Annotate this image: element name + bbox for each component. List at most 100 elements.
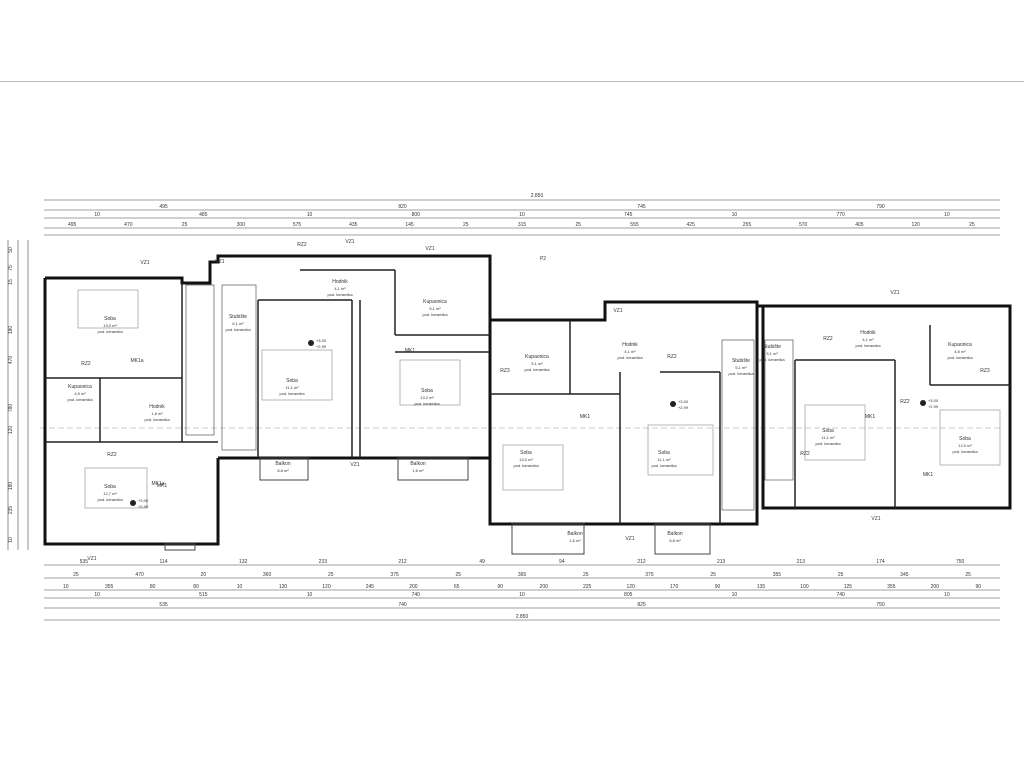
top-dim-label: 25 xyxy=(463,222,469,228)
interior-walls xyxy=(45,269,1010,524)
top-dim-label: 25 xyxy=(182,222,188,228)
left-dim-label: 470 xyxy=(8,356,14,365)
room-name: Soba xyxy=(658,450,670,456)
top-dim-label: 745 xyxy=(637,204,646,210)
bottom-dim-label: 825 xyxy=(637,602,646,608)
room-area: 13,2 m² xyxy=(420,395,434,400)
bottom-dim-label: 375 xyxy=(390,572,399,578)
element-tag: MK1 xyxy=(580,414,591,420)
left-dim-label: 75 xyxy=(8,265,14,271)
element-tag: MK1 xyxy=(405,348,416,354)
bottom-dim-label: 90 xyxy=(715,584,721,590)
level-value: +3,00 xyxy=(138,498,149,503)
room-area: 4,5 m² xyxy=(74,391,86,396)
room-area: 4,1 m² xyxy=(624,349,636,354)
bottom-dim-label: 25 xyxy=(328,572,334,578)
room-floor: pod. keramika xyxy=(225,327,251,332)
room-floor: pod. keramika xyxy=(524,367,550,372)
room-area: 11,1 m² xyxy=(821,435,835,440)
level-value: +3,00 xyxy=(928,398,939,403)
bottom-dim-label: 355 xyxy=(105,584,114,590)
bottom-dim-label: 10 xyxy=(944,592,950,598)
element-tag: P2 xyxy=(540,256,546,262)
room-name: Stubište xyxy=(732,358,750,364)
room-area: 1,6 m² xyxy=(569,538,581,543)
bottom-dim-label: 245 xyxy=(366,584,375,590)
bottom-dim-label: 750 xyxy=(876,602,885,608)
room-name: Soba xyxy=(104,316,116,322)
bottom-dim-label: 535 xyxy=(159,602,168,608)
top-dim-label: 820 xyxy=(398,204,407,210)
room-floor: pod. keramika xyxy=(97,497,123,502)
left-dim-label: 780 xyxy=(8,404,14,413)
room-floor: pod. keramika xyxy=(327,292,353,297)
bottom-dim-label: 94 xyxy=(559,559,565,565)
bottom-dim-label: 225 xyxy=(583,584,592,590)
left-dim-label: 120 xyxy=(8,426,14,435)
top-dim-label: 120 xyxy=(911,222,920,228)
bottom-dim-label: 365 xyxy=(518,572,527,578)
element-tag: RZ3 xyxy=(500,368,510,374)
top-dim-label: 770 xyxy=(836,212,845,218)
top-dim-label: 25 xyxy=(575,222,581,228)
top-dim-label: 10 xyxy=(732,212,738,218)
bottom-dim-label: 25 xyxy=(73,572,79,578)
room-floor: pod. keramika xyxy=(144,417,170,422)
element-tag: RZ2 xyxy=(297,242,307,248)
room-name: Stubište xyxy=(229,314,247,320)
top-dim-label: 800 xyxy=(412,212,421,218)
bottom-dim-label: 515 xyxy=(199,592,208,598)
room-name: Soba xyxy=(959,436,971,442)
room-name: Soba xyxy=(520,450,532,456)
level-value: +2,99 xyxy=(928,404,939,409)
bottom-dim-label: 200 xyxy=(409,584,418,590)
room-area: 13,0 m² xyxy=(519,457,533,462)
room-floor: pod. keramika xyxy=(728,371,754,376)
bottom-dim-label: 233 xyxy=(319,559,328,565)
bottom-dim-label: 355 xyxy=(887,584,896,590)
element-tag: VZ1 xyxy=(871,516,880,522)
furniture xyxy=(77,289,1001,509)
left-dim-label: 180 xyxy=(8,326,14,335)
left-dim-label: 235 xyxy=(8,506,14,515)
top-dim-label: 255 xyxy=(743,222,752,228)
room-area: 8,8 m² xyxy=(277,468,289,473)
top-dim-label: 405 xyxy=(855,222,864,228)
element-tag: VZ1 xyxy=(87,556,96,562)
element-tag: VZ1 xyxy=(425,246,434,252)
bottom-dim-label: 170 xyxy=(670,584,679,590)
room-area: 5,1 m² xyxy=(531,361,543,366)
bottom-dim-label: 212 xyxy=(637,559,646,565)
level-marker-icon xyxy=(130,500,136,506)
top-dim-label: 300 xyxy=(237,222,246,228)
top-dim-label: 10 xyxy=(944,212,950,218)
room-name: Soba xyxy=(421,388,433,394)
bottom-dim-label: 90 xyxy=(975,584,981,590)
room-name: Hodnik xyxy=(622,342,638,348)
element-tag: MK1a xyxy=(151,481,164,487)
bottom-dim-label: 65 xyxy=(454,584,460,590)
bottom-dim-label: 25 xyxy=(710,572,716,578)
left-dim-label: 15 xyxy=(8,279,14,285)
room-area: 8,8 m² xyxy=(669,538,681,543)
bottom-dim-label: 120 xyxy=(626,584,635,590)
element-tag: MK1 xyxy=(923,472,934,478)
element-tag: VZ1 xyxy=(345,239,354,245)
room-name: Balkon xyxy=(410,461,426,467)
top-dim-label: 25 xyxy=(969,222,975,228)
level-value: +3,00 xyxy=(316,338,327,343)
bottom-dim-label: 740 xyxy=(836,592,845,598)
room-name: Kupaonica xyxy=(423,299,447,305)
level-value: +3,00 xyxy=(678,399,689,404)
room-floor: pod. keramika xyxy=(759,357,785,362)
top-dim-label: 10 xyxy=(94,212,100,218)
top-dim-label: 10 xyxy=(519,212,525,218)
left-dim-label: 50 xyxy=(8,247,14,253)
element-tag: VZ1 xyxy=(350,462,359,468)
room-area: 11,1 m² xyxy=(657,457,671,462)
bottom-dim-label: 740 xyxy=(398,602,407,608)
bottom-dim-label: 120 xyxy=(322,584,331,590)
top-dim-label: 470 xyxy=(124,222,133,228)
bottom-dim-label: 25 xyxy=(838,572,844,578)
